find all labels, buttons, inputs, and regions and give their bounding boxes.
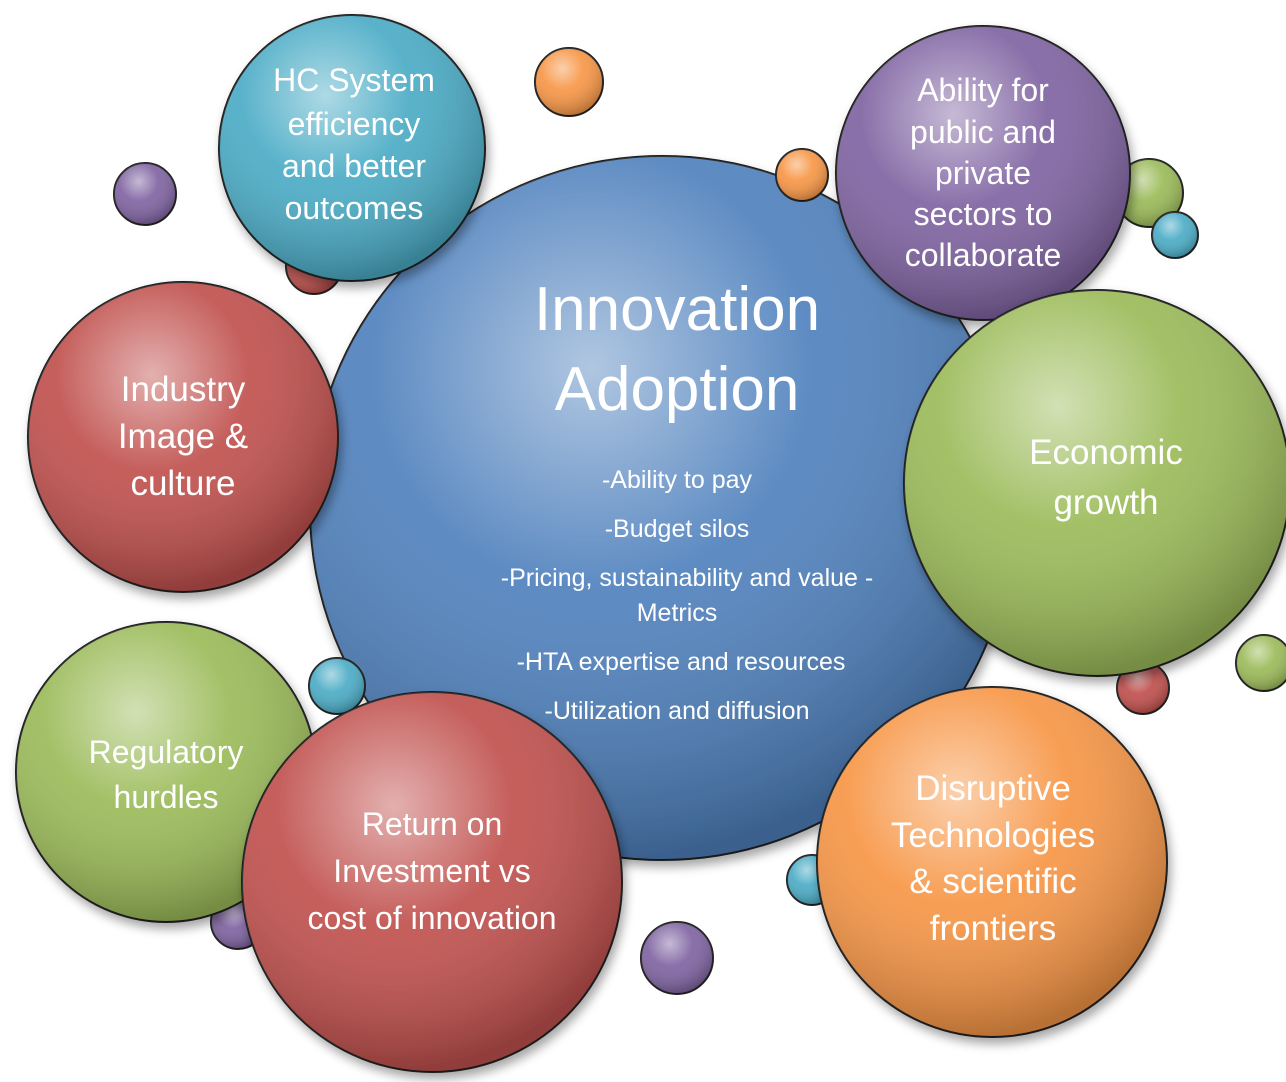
- marble-orange-mid: [775, 148, 829, 202]
- bubble-economic-growth: [903, 289, 1286, 677]
- disruptive-line-2: Technologies: [891, 816, 1095, 855]
- ability-line-2: public and: [910, 114, 1056, 150]
- ability-line-3: private: [935, 155, 1031, 191]
- center-bullet-1: -Ability to pay: [602, 466, 753, 494]
- disruptive-line-1: Disruptive: [915, 769, 1071, 808]
- center-circle: [309, 155, 1015, 861]
- regulatory-line-1: Regulatory: [89, 734, 244, 770]
- regulatory-line-2: hurdles: [114, 779, 219, 815]
- marble-purple-bottom: [640, 921, 714, 995]
- hc-system-line-1: HC System: [273, 62, 435, 98]
- center-bullet-3-cont: Metrics: [637, 599, 718, 627]
- ability-line-4: sectors to: [914, 196, 1053, 232]
- bubble-roi: [241, 691, 623, 1073]
- roi-line-1: Return on: [362, 806, 503, 842]
- roi-line-2: Investment vs: [333, 853, 530, 889]
- economic-line-2: growth: [1053, 483, 1158, 522]
- hc-system-line-2: efficiency: [288, 106, 421, 142]
- economic-line-1: Economic: [1029, 433, 1183, 472]
- center-title-line-1: Innovation: [534, 275, 820, 344]
- center-bullet-5: -Utilization and diffusion: [545, 697, 810, 725]
- center-bullet-3: -Pricing, sustainability and value -: [501, 564, 873, 592]
- center-title-line-2: Adoption: [555, 355, 800, 424]
- roi-line-3: cost of innovation: [307, 900, 556, 936]
- center-bullet-4: -HTA expertise and resources: [517, 648, 846, 676]
- industry-line-2: Image &: [118, 417, 248, 456]
- center-bullet-2: -Budget silos: [605, 515, 750, 543]
- hc-system-line-4: outcomes: [285, 190, 424, 226]
- marble-green-right: [1114, 158, 1184, 228]
- bubble-ability-collab: [835, 25, 1131, 321]
- bubble-industry-image: [27, 281, 339, 593]
- disruptive-line-4: frontiers: [930, 909, 1056, 948]
- bubble-disruptive: [816, 686, 1168, 1038]
- hc-system-line-3: and better: [282, 148, 426, 184]
- ability-line-5: collaborate: [905, 237, 1062, 273]
- bubble-hc-system: [218, 14, 486, 282]
- marble-teal-left: [308, 657, 366, 715]
- ability-line-1: Ability for: [917, 72, 1049, 108]
- industry-line-1: Industry: [121, 370, 246, 409]
- disruptive-line-3: & scientific: [909, 862, 1076, 901]
- marble-teal-right: [1151, 211, 1199, 259]
- marble-orange-top: [534, 47, 604, 117]
- industry-line-3: culture: [130, 464, 235, 503]
- bubble-regulatory: [15, 621, 317, 923]
- marble-green-farright: [1235, 634, 1286, 692]
- marble-purple-left: [113, 162, 177, 226]
